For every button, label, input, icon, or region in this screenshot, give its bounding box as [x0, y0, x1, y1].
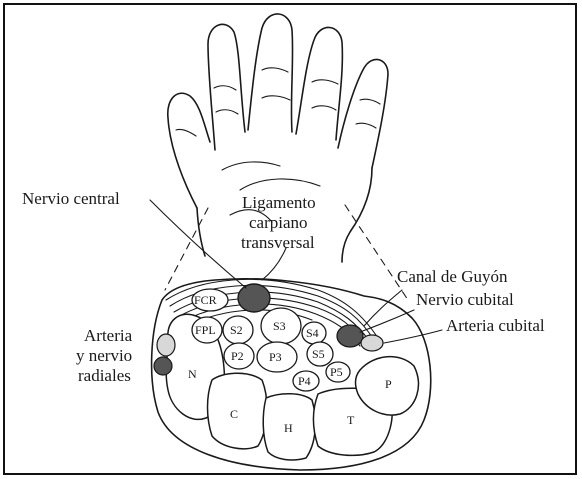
radial-artery [157, 334, 175, 356]
middle-finger [248, 14, 293, 132]
ulnar-artery [361, 335, 383, 351]
label-ligamento-1: Ligamento [242, 193, 316, 212]
label-ligamento-3: transversal [241, 233, 315, 252]
label-p5: P5 [330, 365, 343, 379]
thumb [168, 93, 210, 208]
ring-finger [296, 27, 342, 140]
leader-ligamento [262, 248, 286, 280]
index-finger [208, 24, 245, 150]
label-arteria-cubital: Arteria cubital [446, 316, 545, 335]
label-c: C [230, 407, 238, 421]
leader-arteria-cubital [384, 330, 442, 343]
label-canal-guyon: Canal de Guyón [397, 267, 508, 286]
label-nervio-central: Nervio central [22, 189, 120, 208]
label-p3: P3 [269, 350, 282, 364]
label-p2: P2 [231, 349, 244, 363]
hand-drawing [165, 14, 408, 300]
ulnar-nerve [337, 325, 363, 347]
leader-canal-guyon [364, 290, 402, 326]
label-p: P [385, 377, 392, 391]
label-n: N [188, 367, 197, 381]
label-arteria-radial-3: radiales [78, 366, 131, 385]
label-t: T [347, 413, 355, 427]
label-s2: S2 [230, 323, 243, 337]
label-p4: P4 [298, 374, 311, 388]
wrist-cross-section: FCR FPL S2 S3 S4 S5 P2 P3 P4 P5 N C H T … [152, 279, 431, 470]
finger-creases [176, 68, 380, 136]
median-nerve [238, 284, 270, 312]
label-ligamento-2: carpiano [249, 213, 308, 232]
label-s3: S3 [273, 319, 286, 333]
label-fpl: FPL [195, 323, 216, 337]
label-arteria-radial-1: Arteria [84, 326, 133, 345]
label-s4: S4 [306, 326, 319, 340]
label-s5: S5 [312, 347, 325, 361]
label-arteria-radial-2: y nervio [76, 346, 132, 365]
label-fcr: FCR [194, 293, 217, 307]
label-h: H [284, 421, 293, 435]
little-finger [338, 59, 388, 168]
radial-nerve [154, 357, 172, 375]
label-nervio-cubital: Nervio cubital [416, 290, 514, 309]
